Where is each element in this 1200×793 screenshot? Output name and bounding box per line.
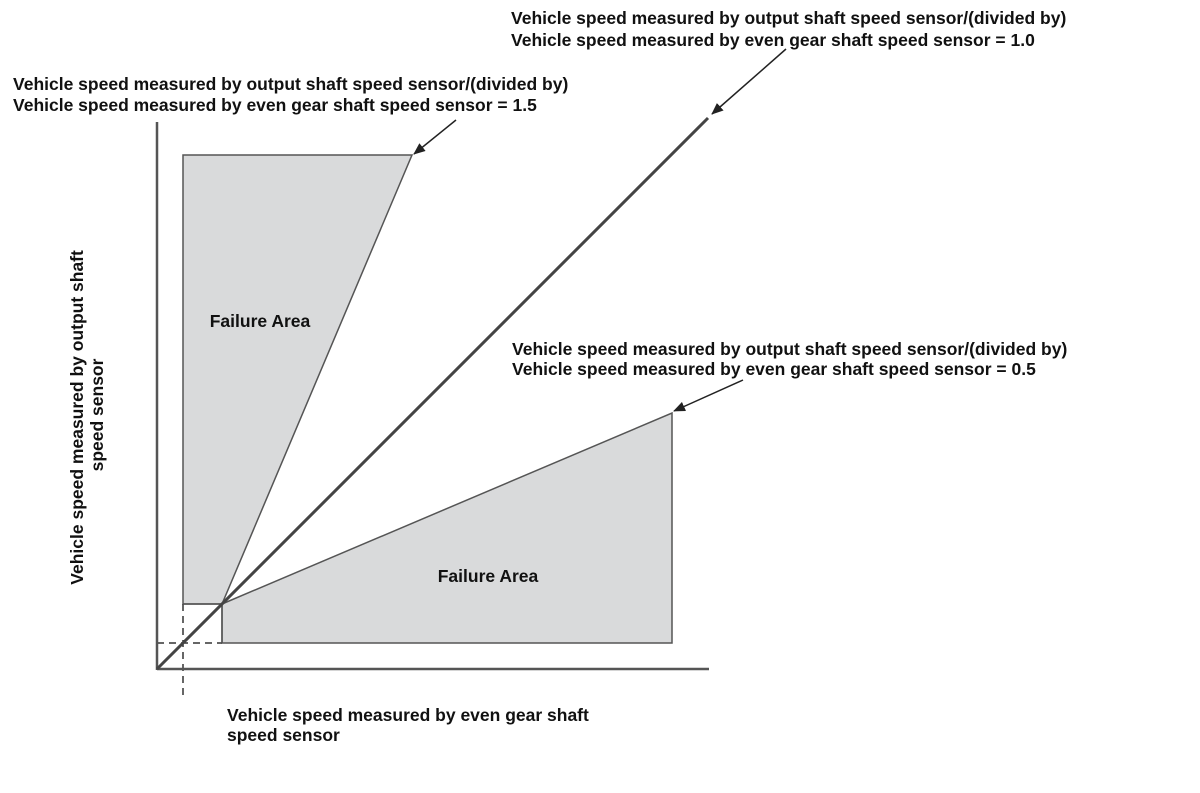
lower-failure-area-label: Failure Area xyxy=(438,566,539,586)
y-axis-label: Vehicle speed measured by output shaft s… xyxy=(67,245,107,584)
ratio-1-5-label: Vehicle speed measured by output shaft s… xyxy=(13,74,573,115)
arrow-ratio-1-5 xyxy=(413,119,457,155)
y-axis-label-line1: Vehicle speed measured by output shaft xyxy=(67,250,87,585)
ratio-1-0-label-line1: Vehicle speed measured by output shaft s… xyxy=(511,8,1066,28)
x-axis-label-line2: speed sensor xyxy=(227,725,340,745)
ratio-1-5-label-line2: Vehicle speed measured by even gear shaf… xyxy=(13,95,537,115)
lower-failure-area xyxy=(221,411,673,644)
arrow-ratio-1-0 xyxy=(711,48,787,115)
ratio-1-0-line xyxy=(155,116,710,671)
ratio-1-5-label-line1: Vehicle speed measured by output shaft s… xyxy=(13,74,568,94)
upper-failure-area-label: Failure Area xyxy=(210,311,311,331)
upper-failure-area xyxy=(182,154,414,605)
x-axis-label: Vehicle speed measured by even gear shaf… xyxy=(227,705,594,745)
ratio-0-5-label: Vehicle speed measured by output shaft s… xyxy=(512,339,1072,379)
ratio-1-0-label-line2: Vehicle speed measured by even gear shaf… xyxy=(511,30,1035,50)
arrow-ratio-0-5 xyxy=(673,379,744,412)
y-axis-label-line2: speed sensor xyxy=(87,358,107,471)
ratio-1-0-label: Vehicle speed measured by output shaft s… xyxy=(511,8,1071,50)
x-axis-label-line1: Vehicle speed measured by even gear shaf… xyxy=(227,705,589,725)
ratio-0-5-label-line2: Vehicle speed measured by even gear shaf… xyxy=(512,359,1036,379)
ratio-0-5-label-line1: Vehicle speed measured by output shaft s… xyxy=(512,339,1067,359)
